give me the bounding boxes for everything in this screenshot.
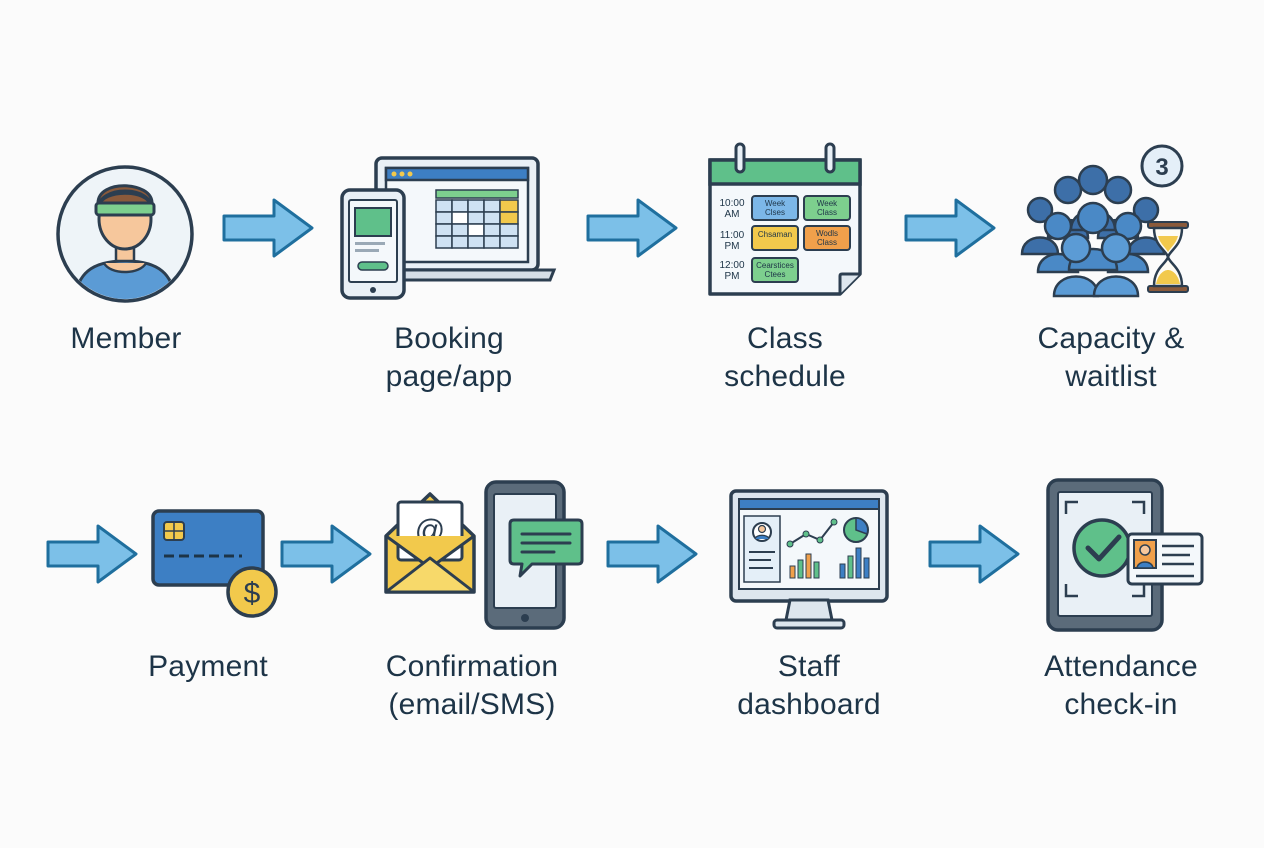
calendar-icon: 10:00 AM 11:00 PM 12:00 PM Week Clses We… <box>708 142 862 296</box>
schedule-time: PM <box>725 271 740 282</box>
laptop-phone-icon <box>340 156 557 300</box>
class-card-text: Chsaman <box>758 230 792 239</box>
flow-arrow <box>928 524 1020 584</box>
step-label-capacity: Capacity &waitlist <box>1037 322 1185 393</box>
flow-arrow <box>46 524 138 584</box>
class-card-text: Class <box>817 238 837 247</box>
class-card-text: Cearstices <box>756 261 794 270</box>
class-card-text: Class <box>817 208 837 217</box>
class-card-text: Week <box>765 199 786 208</box>
schedule-time: AM <box>725 209 740 220</box>
dollar-symbol: $ <box>244 577 261 610</box>
flow-arrow <box>280 524 372 584</box>
step-label-member: Member <box>70 322 182 355</box>
flow-arrow <box>222 198 314 258</box>
schedule-time: 12:00 <box>719 260 744 271</box>
member-avatar-icon <box>56 165 194 303</box>
class-card-text: Wodls <box>816 229 838 238</box>
step-label-payment: Payment <box>148 650 268 683</box>
schedule-time: PM <box>725 241 740 252</box>
credit-card-icon: $ <box>151 509 278 618</box>
class-card-text: Clses <box>765 208 785 217</box>
class-card-text: Ctees <box>765 270 786 279</box>
flow-arrow <box>586 198 678 258</box>
monitor-dashboard-icon <box>729 489 889 630</box>
schedule-time: 10:00 <box>719 198 744 209</box>
group-waitlist-icon: 3 <box>1020 144 1189 298</box>
class-card-text: Week <box>817 199 838 208</box>
flow-arrow <box>606 524 698 584</box>
step-label-confirmation: Confirmation(email/SMS) <box>385 650 559 721</box>
email-sms-icon: @ <box>384 480 584 630</box>
waitlist-count-badge: 3 <box>1155 154 1168 181</box>
tablet-checkin-icon <box>1046 478 1204 632</box>
flow-arrow <box>904 198 996 258</box>
schedule-time: 11:00 <box>720 230 745 241</box>
